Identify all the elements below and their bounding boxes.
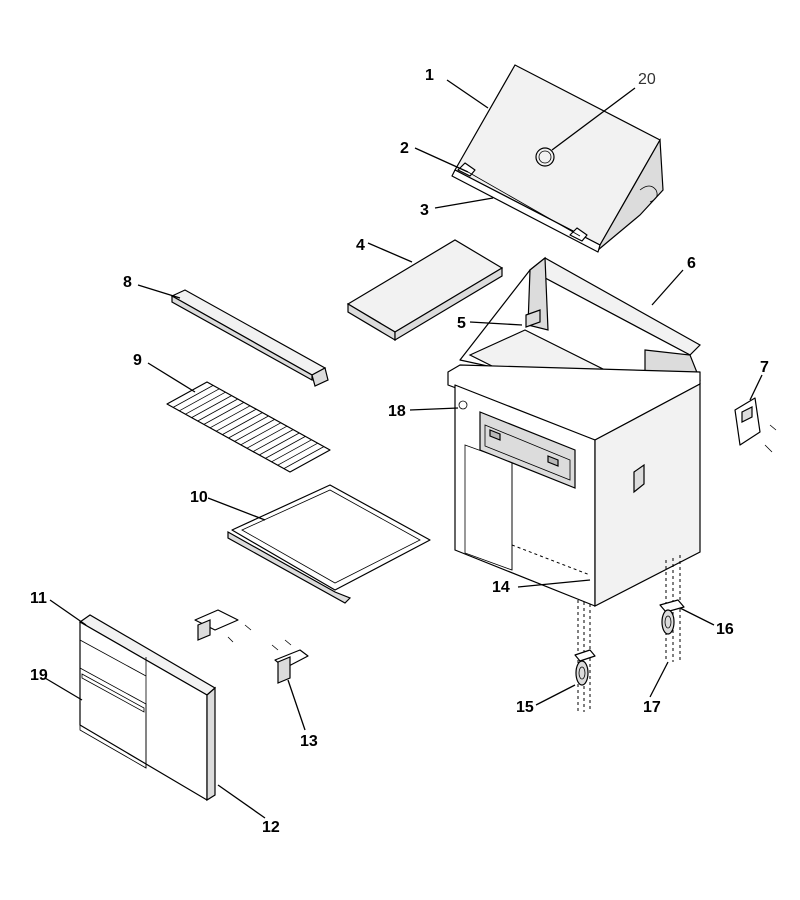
- grate-bar: [259, 432, 300, 456]
- grate-bar: [271, 439, 312, 463]
- label-plate: [525, 309, 541, 328]
- callout-3: 3: [420, 202, 429, 219]
- callout-13: 13: [300, 733, 318, 750]
- shelf-bracket: [170, 289, 329, 387]
- grate-bar: [179, 388, 220, 412]
- cart-body: [447, 364, 701, 607]
- grate-bar: [222, 412, 263, 435]
- callout-15: 15: [516, 699, 534, 716]
- callout-11: 11: [30, 590, 47, 607]
- cabinet-doors: [78, 614, 217, 802]
- callout-6: 6: [687, 255, 696, 272]
- grate-bar: [228, 415, 269, 439]
- callout-9: 9: [133, 352, 142, 369]
- grate-bar: [234, 419, 275, 442]
- callout-4: 4: [356, 237, 365, 254]
- callout-5: 5: [457, 315, 466, 332]
- hood-handle: [457, 162, 588, 242]
- callout-1: 1: [425, 67, 434, 84]
- grate-bar: [240, 422, 281, 446]
- callout-2: 2: [400, 140, 409, 157]
- caster-front: [574, 649, 596, 686]
- hood-lid: [451, 64, 664, 253]
- igniter-button: [458, 400, 468, 410]
- grate-bar: [197, 398, 238, 422]
- caster-rear: [659, 599, 685, 635]
- callout-14: 14: [492, 579, 510, 596]
- callout-19: 19: [30, 667, 48, 684]
- grate-bar: [185, 391, 226, 415]
- grate-bar: [172, 385, 214, 408]
- callout-7: 7: [760, 359, 769, 376]
- cooking-grate: [166, 381, 331, 473]
- callout-8: 8: [123, 274, 132, 291]
- grate-bar: [265, 436, 306, 459]
- drip-tray: [227, 484, 431, 604]
- door-hinge: [271, 639, 309, 684]
- grate-bar: [191, 395, 232, 418]
- grate-bar: [203, 402, 245, 425]
- door-catch: [194, 609, 252, 643]
- callout-18: 18: [388, 403, 406, 420]
- callout-16: 16: [716, 621, 734, 638]
- callout-10: 10: [190, 489, 208, 506]
- grate-bar: [246, 425, 288, 449]
- callout-17: 17: [643, 699, 661, 716]
- side-bracket: [734, 397, 777, 453]
- callout-labels: 1 2 3 4 5 6 7 8 9 10 11 12 13 14 15 16 1…: [30, 67, 769, 836]
- grate-bar: [216, 408, 257, 432]
- grate-bar: [209, 405, 251, 429]
- callout-20: 20: [638, 71, 656, 88]
- grate-bar: [252, 429, 294, 452]
- grate-bar: [283, 446, 325, 469]
- side-shelf: [346, 239, 504, 342]
- grate-bar: [277, 442, 318, 466]
- leader-lines: [44, 79, 763, 819]
- callout-12: 12: [262, 819, 280, 836]
